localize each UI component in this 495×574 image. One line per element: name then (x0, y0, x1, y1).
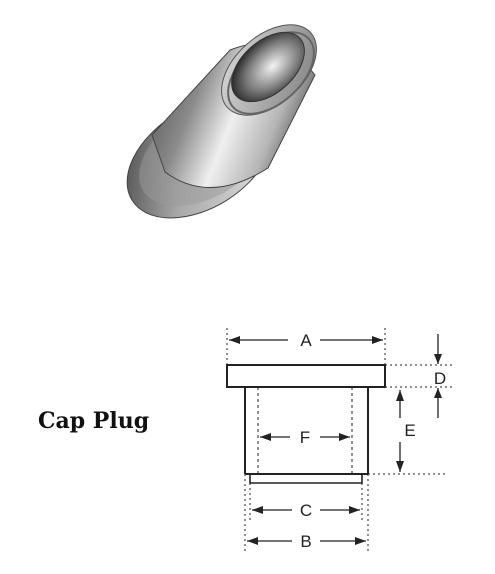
bottom-lip (249, 474, 363, 484)
dimension-f: F (260, 428, 350, 447)
dimension-label-f: F (300, 428, 310, 447)
dimension-drawing-svg: A D E F (226, 328, 455, 552)
dimension-b: B (247, 532, 366, 551)
product-photo (70, 0, 370, 272)
flange-outline (226, 364, 386, 388)
dimension-label-d: D (434, 369, 446, 388)
dimension-e: E (396, 390, 416, 472)
dimension-d: D (434, 334, 446, 418)
dimension-label-e: E (404, 421, 415, 440)
part-name-caption: Cap Plug (38, 408, 150, 434)
dimension-label-c: C (300, 501, 312, 520)
body-outline (244, 387, 369, 475)
dimension-label-a: A (300, 331, 312, 350)
dimension-drawing: A D E F (210, 320, 490, 560)
dimension-a: A (229, 331, 383, 350)
dimension-c: C (252, 501, 360, 520)
cap-plug-render (126, 24, 317, 219)
dimension-label-b: B (300, 532, 311, 551)
